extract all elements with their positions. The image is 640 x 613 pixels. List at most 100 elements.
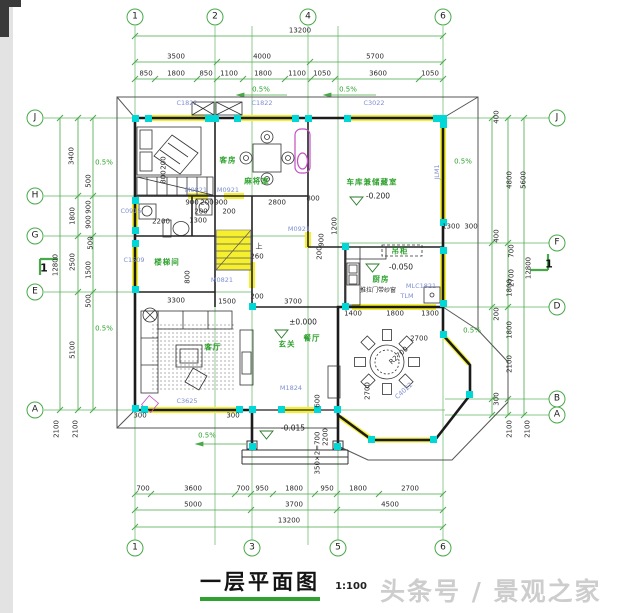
dimension-lines bbox=[38, 35, 550, 528]
dim-label: 1500 bbox=[84, 261, 93, 279]
column-markers bbox=[132, 115, 473, 450]
plan-title: 一层平面图 bbox=[200, 570, 320, 601]
grid-bubble: 4 bbox=[299, 8, 317, 26]
dim-label: 300 bbox=[226, 411, 240, 420]
room-label: 厨房 bbox=[372, 274, 390, 284]
dim-label: 1800 bbox=[254, 69, 272, 78]
dim-label: 260 bbox=[250, 252, 264, 261]
grid-bubble: J bbox=[548, 109, 566, 127]
grid-bubble: 6 bbox=[434, 539, 452, 557]
dim-label: 1800 bbox=[68, 207, 77, 225]
dim-label: 600 bbox=[313, 394, 322, 408]
dim-label: 1800 bbox=[285, 484, 303, 493]
room-label: 客厅 bbox=[204, 342, 222, 352]
dim-label: 3700 bbox=[285, 500, 303, 509]
corner-mark bbox=[0, 0, 21, 7]
flue-boxes bbox=[191, 101, 243, 116]
dim-label: 2700 bbox=[410, 334, 428, 343]
kitchen-counter bbox=[345, 246, 441, 306]
room-label: 车库兼储藏室 bbox=[346, 177, 398, 187]
corner-mark bbox=[0, 0, 9, 37]
dim-label: 1800 bbox=[386, 309, 404, 318]
dim-label: 2100 bbox=[52, 420, 61, 438]
dim-label: 2100 bbox=[505, 420, 514, 438]
dim-label: 1200 bbox=[330, 217, 339, 235]
washer bbox=[195, 198, 213, 216]
dim-label: 900 bbox=[84, 200, 93, 214]
dim-label: R2700 bbox=[387, 345, 410, 367]
dim-label: 950 bbox=[320, 484, 334, 493]
dim-label: 1800 bbox=[505, 279, 514, 297]
dim-label: 5100 bbox=[68, 341, 77, 359]
title-row: 一层平面图 1:100 bbox=[200, 566, 367, 601]
dim-label: 2700 bbox=[363, 382, 372, 400]
dim-label: 1050 bbox=[313, 69, 331, 78]
dim-label: 300 bbox=[492, 392, 501, 406]
dim-label: 2500 bbox=[68, 253, 77, 271]
dim-label: 2200 bbox=[321, 428, 330, 446]
plan-scale: 1:100 bbox=[335, 581, 367, 592]
dim-label: 850 bbox=[139, 69, 153, 78]
slope-label: 0.5% bbox=[339, 85, 357, 94]
sec-label: 1 bbox=[545, 257, 553, 271]
bed bbox=[136, 126, 202, 176]
level-label: -0.015 bbox=[280, 423, 306, 433]
dim-label: 850 bbox=[199, 69, 213, 78]
tag-label: C3625 bbox=[176, 396, 198, 405]
dim-label: 800 bbox=[159, 170, 168, 184]
slope-label: 0.5% bbox=[198, 431, 216, 440]
slope-label: 0.5% bbox=[252, 85, 270, 94]
grid-bubble: 1 bbox=[126, 539, 144, 557]
dim-label: 300 bbox=[133, 411, 147, 420]
level-label: -0.200 bbox=[365, 191, 391, 201]
coffee-table bbox=[175, 344, 203, 368]
grid-bubble: A bbox=[548, 406, 566, 424]
tag-label: C1822 bbox=[251, 98, 273, 107]
dim-label: 500 bbox=[84, 294, 93, 308]
dim-label: 700 bbox=[507, 244, 516, 258]
dim-label: 300 bbox=[464, 222, 478, 231]
dim-label: 350×2=700 bbox=[313, 431, 322, 475]
level-label: ±0.000 bbox=[289, 317, 317, 327]
plant bbox=[142, 307, 158, 323]
dim-label: 200 bbox=[200, 198, 214, 207]
room-label: 楼梯间 bbox=[154, 257, 180, 267]
dim-label: 12800 bbox=[524, 256, 533, 280]
washbasin bbox=[138, 203, 157, 220]
grid-bubble: B bbox=[548, 390, 566, 408]
plumbing-riser bbox=[294, 128, 311, 174]
dim-label: 2100 bbox=[523, 420, 532, 438]
tag-label: C4022 bbox=[393, 380, 415, 401]
tag-label: MLC1821 bbox=[405, 281, 437, 290]
dim-label: 900 bbox=[214, 198, 228, 207]
dim-label: 400 bbox=[492, 229, 501, 243]
dim-label: 3500 bbox=[167, 52, 185, 61]
mahjong-table bbox=[239, 130, 295, 186]
grid-bubble: G bbox=[26, 227, 44, 245]
grid-bubble: D bbox=[548, 298, 566, 316]
dim-label: 950 bbox=[255, 484, 269, 493]
rug bbox=[150, 323, 234, 391]
dim-label: 3700 bbox=[284, 297, 302, 306]
tag-label: C1822 bbox=[176, 98, 198, 107]
level-markers bbox=[259, 196, 380, 440]
dim-label: 1300 bbox=[189, 216, 207, 225]
dim-label: 1500 bbox=[218, 297, 236, 306]
grid-bubble: J bbox=[26, 109, 44, 127]
dim-label: 800 bbox=[306, 194, 320, 203]
tag-label: C0915 bbox=[120, 206, 142, 215]
dim-label: 3600 bbox=[369, 69, 387, 78]
dim-label: 1300 bbox=[421, 309, 439, 318]
dim-label: 4000 bbox=[253, 52, 271, 61]
dimension-ticks bbox=[56, 32, 528, 531]
interior-walls bbox=[135, 118, 443, 411]
dim-label: 200 bbox=[194, 207, 208, 216]
tag-label: C1509 bbox=[123, 255, 145, 264]
dim-label: 3600 bbox=[184, 484, 202, 493]
slope-label: 0.5% bbox=[95, 158, 113, 167]
dim-label: 上 bbox=[255, 242, 263, 251]
grid-bubble: E bbox=[26, 283, 44, 301]
dim-label: 400 bbox=[492, 110, 501, 124]
